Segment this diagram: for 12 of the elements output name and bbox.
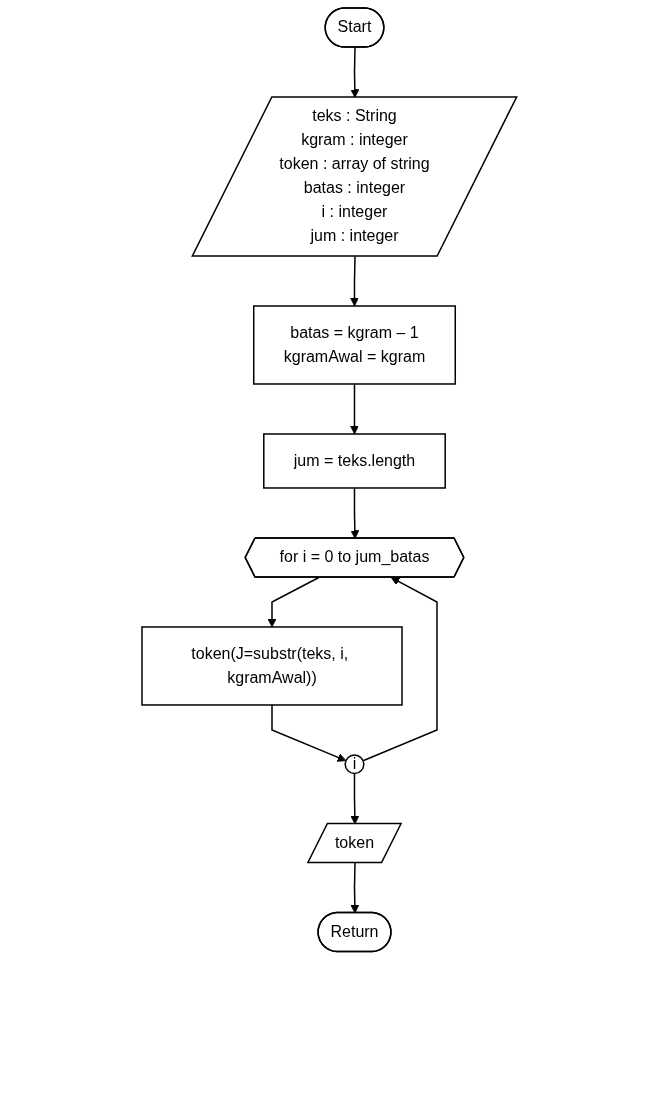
arrow xyxy=(350,862,359,914)
node-box: batas = kgram – 1 kgramAwal = kgram xyxy=(252,305,456,385)
node-circle: i xyxy=(344,754,365,775)
node-box: jum = teks.length xyxy=(262,433,446,489)
arrow xyxy=(270,704,346,762)
arrow xyxy=(349,255,359,307)
arrow xyxy=(350,487,359,539)
arrow xyxy=(267,576,320,628)
node-box: token(J=substr(teks, i, kgramAwal)) xyxy=(140,626,403,706)
arrow xyxy=(362,577,438,762)
arrow xyxy=(349,383,359,435)
arrow xyxy=(350,46,359,98)
